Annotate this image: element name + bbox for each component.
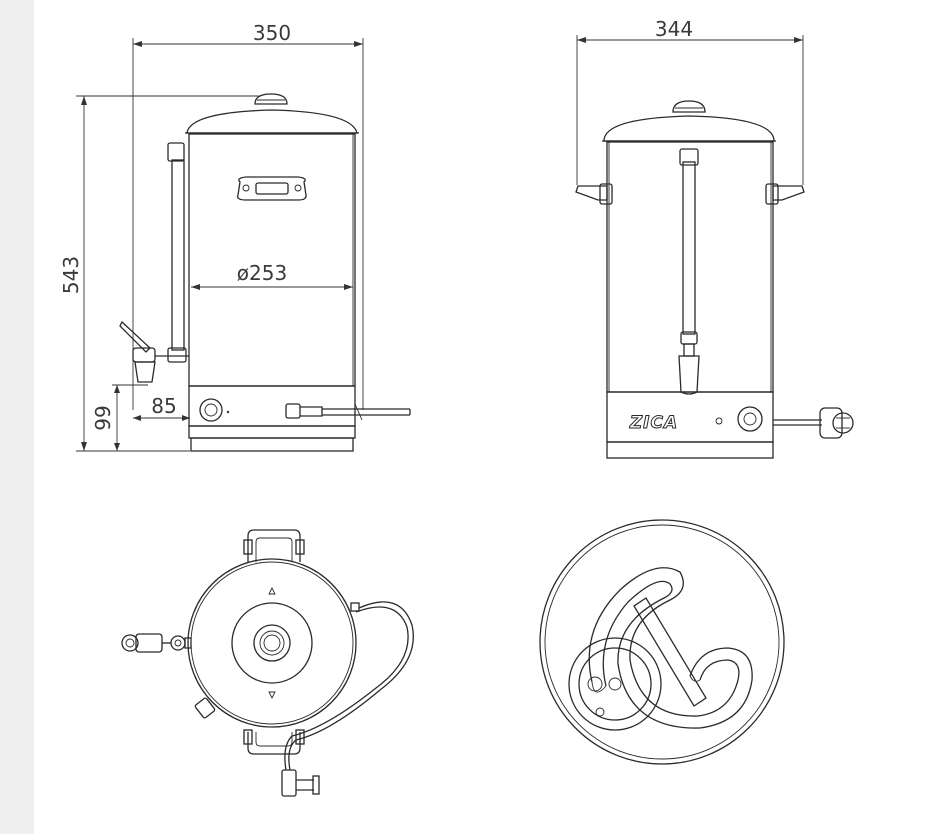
dimension-height-label: 543 [59, 256, 83, 294]
top-view [121, 529, 414, 797]
bottom-view [539, 519, 785, 765]
dimension-tap-height: 99 [91, 384, 148, 451]
dimension-width-side: 350 [132, 21, 364, 410]
dimension-width-side-label: 350 [253, 21, 291, 45]
dimension-width-front: 344 [576, 17, 804, 185]
side-view: 350 543 99 [59, 21, 411, 452]
dimension-diameter: ø253 [191, 261, 353, 290]
dimension-width-front-label: 344 [655, 17, 693, 41]
dimension-tap-height-label: 99 [91, 405, 115, 430]
front-view: 344 ZICA [575, 17, 854, 459]
dimension-diameter-label: ø253 [237, 261, 287, 285]
dimension-tap-offset-label: 85 [151, 394, 176, 418]
dimension-height: 543 [59, 95, 270, 452]
brand-logo: ZICA [629, 413, 678, 433]
left-margin-strip [0, 0, 34, 834]
dimension-tap-offset: 85 [133, 394, 190, 421]
